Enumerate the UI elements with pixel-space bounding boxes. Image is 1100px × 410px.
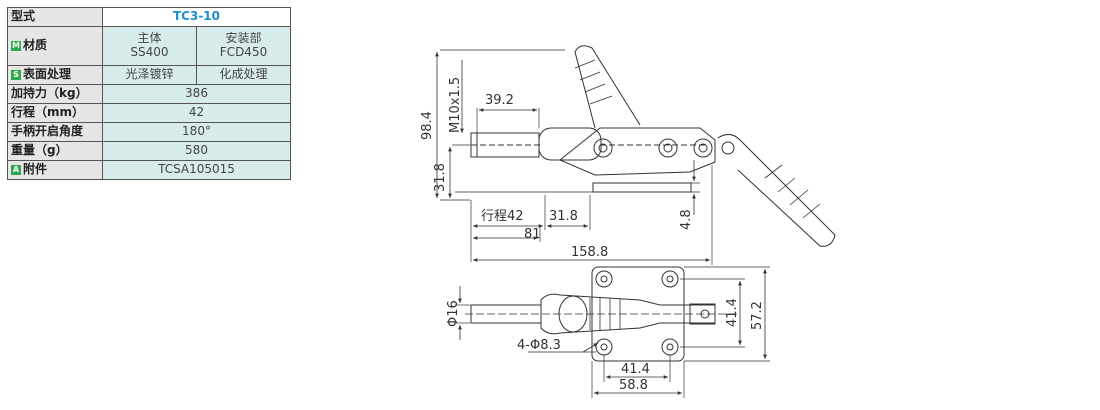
mount-hole <box>595 270 613 288</box>
angle-value: 180° <box>102 122 291 142</box>
base-plate <box>592 182 692 193</box>
material-body-value: SS400 <box>130 45 169 59</box>
pivot-mid <box>658 138 678 158</box>
mount-hole <box>595 338 613 356</box>
dim-height-total: 98.4 <box>420 111 435 140</box>
surface-badge-icon: S <box>11 70 21 81</box>
dim-39-2: 39.2 <box>485 93 514 108</box>
dim-stroke: 行程42 <box>481 209 524 224</box>
force-label: 加持力（kg） <box>7 84 103 104</box>
stroke-label: 行程（mm） <box>7 103 103 123</box>
dim-41-4-horizontal: 41.4 <box>621 362 650 377</box>
material-body-head: 主体 <box>137 31 162 46</box>
dim-holes: 4-Φ8.3 <box>517 338 561 353</box>
dim-31-8-horizontal: 31.8 <box>549 209 578 224</box>
mount-hole <box>661 338 679 356</box>
clamp-body <box>559 127 716 176</box>
material-mount-value: FCD450 <box>219 45 268 59</box>
dim-4-8: 4.8 <box>679 209 694 230</box>
pivot-right <box>693 138 713 158</box>
accessory-value: TCSA105015 <box>102 160 291 180</box>
accessory-badge-icon: A <box>11 165 21 176</box>
pivot-left <box>593 138 613 158</box>
dim-phi16: Φ16 <box>446 300 461 327</box>
material-label: 材质 <box>23 38 48 53</box>
dim-81: 81 <box>524 227 541 242</box>
stroke-value: 42 <box>102 103 291 123</box>
weight-value: 580 <box>102 141 291 161</box>
handle-lower <box>717 134 836 247</box>
model-value: TC3-10 <box>102 7 291 27</box>
model-label: 型式 <box>7 7 103 27</box>
angle-label: 手柄开启角度 <box>7 122 103 142</box>
surface-label: 表面处理 <box>23 67 72 82</box>
mount-hole <box>661 270 679 288</box>
surface-body-value: 光泽镀锌 <box>102 65 197 85</box>
plunger-guide <box>538 127 602 161</box>
handle-upper <box>574 45 641 129</box>
dim-158-8: 158.8 <box>571 245 608 260</box>
dim-thread: M10x1.5 <box>448 77 463 133</box>
top-view: Φ16 41.4 57.2 4-Φ8.3 41.4 58.8 <box>446 266 770 398</box>
dim-57-2: 57.2 <box>750 301 765 330</box>
weight-label: 重量（g） <box>7 141 103 161</box>
dim-41-4-vertical: 41.4 <box>725 298 740 327</box>
material-badge-icon: M <box>11 41 21 52</box>
side-view: 98.4 M10x1.5 31.8 39.2 行程42 31.8 81 4.8 <box>420 45 836 265</box>
accessory-label: 附件 <box>23 162 48 177</box>
dim-58-8: 58.8 <box>619 378 648 393</box>
material-mount-head: 安装部 <box>225 31 262 46</box>
dim-31-8-vertical: 31.8 <box>433 163 448 192</box>
